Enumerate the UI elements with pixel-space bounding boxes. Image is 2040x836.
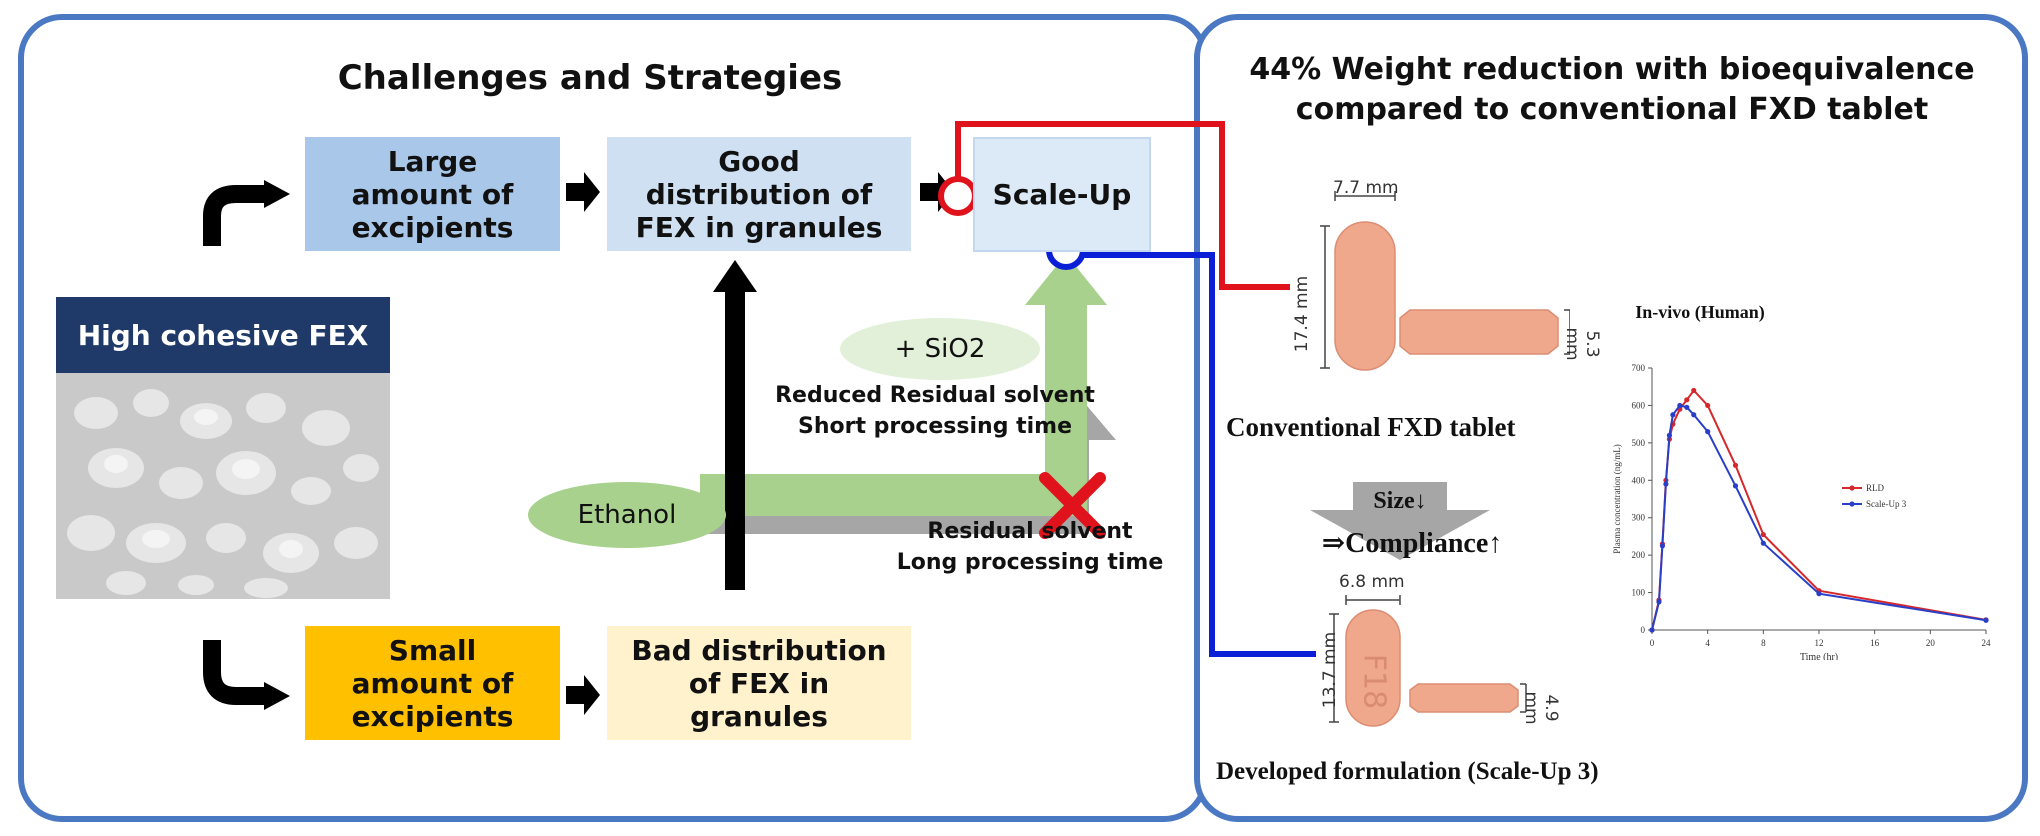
- conv-width-label: 7.7 mm: [1333, 178, 1399, 198]
- series-point-1: [1684, 404, 1690, 410]
- ethanol-ellipse: Ethanol: [528, 482, 726, 548]
- residual-solvent-note: Residual solvent Long processing time: [880, 516, 1180, 578]
- arrow-right-icon: [566, 675, 600, 715]
- legend-label-0: RLD: [1866, 483, 1885, 493]
- conventional-tablet-drawing: [1320, 191, 1570, 371]
- conv-length-label: 17.4 mm: [1292, 275, 1312, 353]
- long-processing-time-text: Long processing time: [896, 550, 1164, 575]
- vertical-black-arrow: [713, 260, 757, 590]
- good-distribution-box: Good distribution of FEX in granules: [607, 137, 911, 251]
- dev-thickness-label: 4.9 mm: [1521, 691, 1561, 725]
- series-point-0: [1705, 402, 1711, 409]
- right-title-line2: compared to conventional FXD tablet: [1295, 92, 1929, 127]
- large-excipients-box: Large amount of excipients: [305, 137, 560, 251]
- y-tick-label: 300: [1632, 513, 1646, 523]
- chart-title: In-vivo (Human): [1635, 302, 1765, 322]
- y-tick-label: 700: [1632, 363, 1646, 373]
- series-point-1: [1677, 402, 1683, 409]
- size-down-label: Size↓: [1373, 488, 1427, 514]
- y-tick-label: 200: [1632, 550, 1646, 560]
- right-panel: [1194, 14, 2028, 822]
- fex-powder-photo: [56, 373, 390, 599]
- series-point-1: [1670, 412, 1676, 418]
- x-tick-label: 16: [1870, 638, 1880, 648]
- series-point-1: [1663, 481, 1669, 487]
- series-point-1: [1656, 599, 1662, 605]
- tablet-imprint: F18: [1356, 653, 1392, 710]
- red-connector-line: [938, 121, 1290, 290]
- compliance-up-label: ⇒Compliance↑: [1321, 528, 1503, 559]
- x-tick-label: 24: [1982, 638, 1992, 648]
- series-point-1: [1666, 432, 1672, 438]
- bent-arrow-down-icon: [203, 640, 290, 710]
- short-processing-time-text: Short processing time: [797, 414, 1073, 439]
- series-point-1: [1705, 429, 1711, 435]
- series-point-1: [1760, 540, 1766, 546]
- scale-up-box: Scale-Up: [973, 137, 1151, 252]
- developed-tablet-drawing: [1329, 595, 1527, 727]
- bent-arrow-up-icon: [203, 180, 290, 246]
- series-point-0: [1732, 462, 1739, 468]
- right-title-line1: 44% Weight reduction with bioequivalence: [1249, 52, 1975, 87]
- x-tick-label: 12: [1815, 638, 1824, 648]
- series-point-1: [1732, 483, 1739, 489]
- x-tick-label: 8: [1761, 638, 1766, 648]
- x-tick-label: 20: [1926, 638, 1936, 648]
- x-axis-label: Time (hr): [1800, 652, 1838, 660]
- high-cohesive-fex-label: High cohesive FEX: [56, 297, 390, 373]
- series-point-0: [1691, 387, 1697, 394]
- y-tick-label: 600: [1632, 400, 1646, 410]
- dev-width-label: 6.8 mm: [1339, 572, 1405, 592]
- left-panel-title: Challenges and Strategies: [337, 58, 843, 98]
- legend-marker-1: [1849, 501, 1855, 507]
- developed-formulation-label: Developed formulation (Scale-Up 3): [1216, 758, 1599, 785]
- y-tick-label: 100: [1632, 588, 1646, 598]
- x-tick-label: 0: [1650, 638, 1655, 648]
- y-tick-label: 400: [1632, 475, 1646, 485]
- right-panel-title: 44% Weight reduction with bioequivalence…: [1222, 50, 2002, 130]
- sio2-ellipse: + SiO2: [840, 318, 1040, 380]
- red-x-icon: [1039, 472, 1106, 539]
- bad-distribution-box: Bad distribution of FEX in granules: [607, 626, 911, 740]
- series-point-1: [1659, 543, 1666, 549]
- legend-marker-0: [1849, 485, 1855, 491]
- series-point-1: [1649, 627, 1655, 633]
- reduced-residual-solvent-text: Reduced Residual solvent: [775, 383, 1095, 408]
- series-point-1: [1983, 617, 1989, 623]
- high-cohesive-fex-card: High cohesive FEX: [56, 297, 390, 599]
- arrow-right-icon: [566, 172, 600, 212]
- dev-length-label: 13.7 mm: [1320, 631, 1340, 709]
- legend-label-1: Scale-Up 3: [1866, 499, 1907, 509]
- y-tick-label: 500: [1632, 438, 1646, 448]
- series-point-0: [1760, 531, 1766, 538]
- series-point-0: [1684, 397, 1690, 403]
- series-line-1: [1651, 404, 1987, 631]
- reduced-solvent-note: Reduced Residual solvent Short processin…: [770, 380, 1100, 442]
- small-excipients-box: Small amount of excipients: [305, 626, 560, 740]
- y-axis-label: Plasma concentration (ng/mL): [1612, 444, 1622, 553]
- series-point-1: [1816, 591, 1822, 597]
- conventional-tablet-label: Conventional FXD tablet: [1226, 412, 1516, 442]
- x-tick-label: 4: [1705, 638, 1710, 648]
- series-point-1: [1691, 412, 1697, 418]
- y-tick-label: 0: [1641, 625, 1646, 635]
- size-down-arrow: [1310, 482, 1490, 560]
- residual-solvent-text: Residual solvent: [927, 519, 1133, 544]
